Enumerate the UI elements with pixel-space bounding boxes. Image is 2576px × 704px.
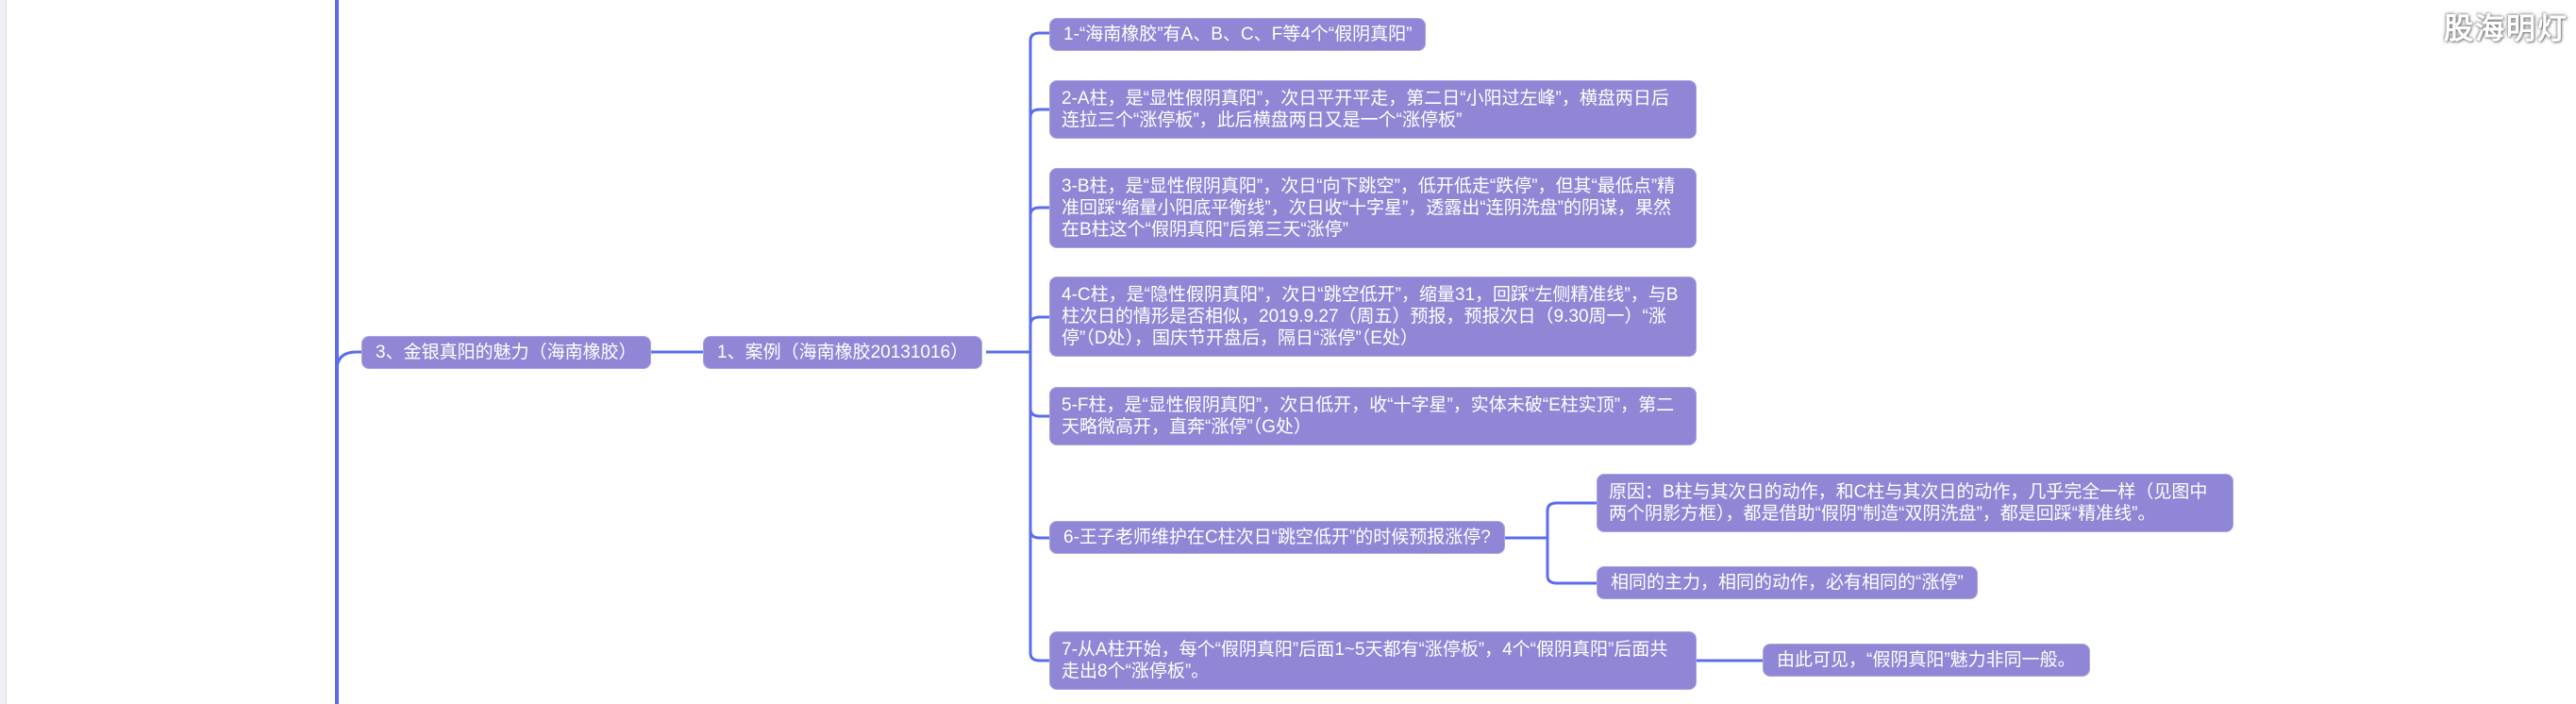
node-point-7[interactable]: 7-从A柱开始，每个“假阴真阳”后面1~5天都有“涨停板”，4个“假阴真阳”后面… [1049,631,1697,690]
node-point-1[interactable]: 1-“海南橡胶”有A、B、C、F等4个“假阴真阳” [1049,18,1427,51]
node-point-7-conclusion[interactable]: 由此可见，“假阴真阳”魅力非同一般。 [1763,644,2090,677]
node-point-4[interactable]: 4-C柱，是“隐性假阴真阳”，次日“跳空低开”，缩量31，回踩“左侧精准线”，与… [1049,277,1697,357]
node-root-topic[interactable]: 3、金银真阳的魅力（海南橡胶） [361,336,651,369]
node-point-2[interactable]: 2-A柱，是“显性假阴真阳”，次日平开平走，第二日“小阳过左峰”，横盘两日后连拉… [1049,80,1697,139]
watermark: 股海明灯 [2444,12,2568,45]
node-point-3[interactable]: 3-B柱，是“显性假阴真阳”，次日“向下跳空”，低开低走“跌停”，但其“最低点”… [1049,168,1697,248]
node-point-5[interactable]: 5-F柱，是“显性假阴真阳”，次日低开，收“十字星”，实体未破“E柱实顶”，第二… [1049,387,1697,445]
node-point-6-reason[interactable]: 原因：B柱与其次日的动作，和C柱与其次日的动作，几乎完全一样（见图中两个阴影方框… [1597,474,2233,532]
node-case-topic[interactable]: 1、案例（海南橡胶20131016） [703,336,983,369]
node-point-6[interactable]: 6-王子老师维护在C柱次日“跳空低开”的时候预报涨停? [1049,521,1505,554]
left-panel-edge [0,0,7,704]
node-point-6-conclusion[interactable]: 相同的主力，相同的动作，必有相同的“涨停” [1597,566,1978,599]
